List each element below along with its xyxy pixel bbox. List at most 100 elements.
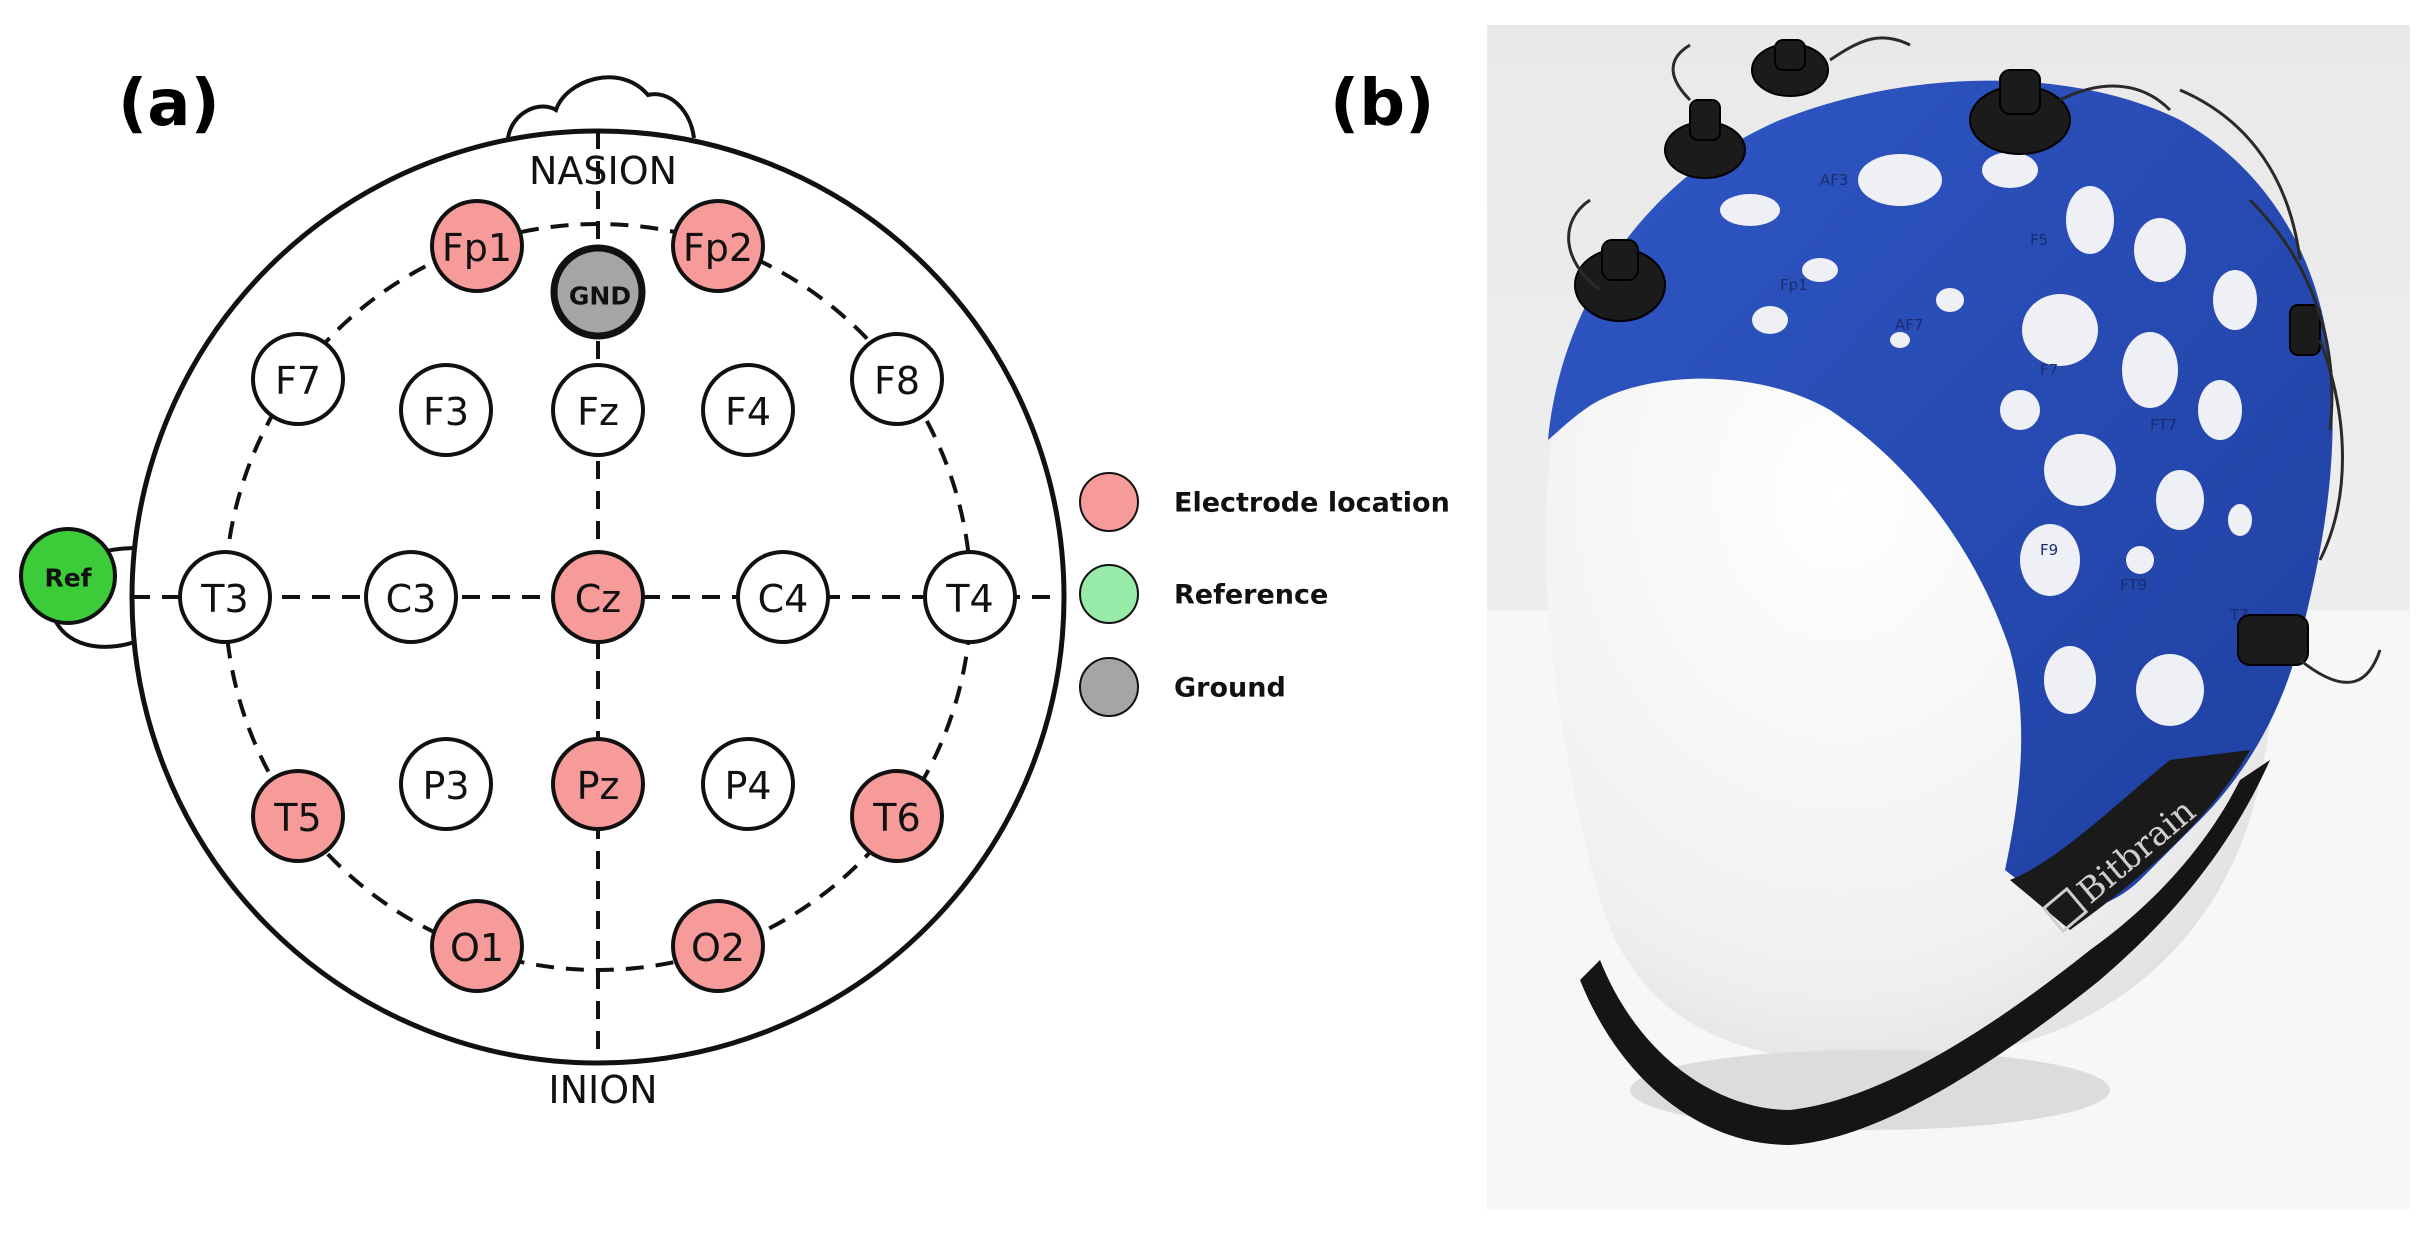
ground-circle (550, 244, 646, 340)
cap-connector-6 (2289, 304, 2321, 356)
electrode-t6: T6 (850, 769, 944, 863)
electrode-t3: T3 (178, 550, 272, 644)
electrode-pz: Pz (551, 737, 645, 831)
electrode-fz: Fz (551, 363, 645, 457)
electrode-circle (850, 769, 944, 863)
electrode-c4: C4 (736, 550, 830, 644)
chin-strap-upper (2010, 750, 2250, 930)
electrode-circle (701, 363, 795, 457)
electrode-label: F3 (423, 390, 469, 434)
electrode-circle (430, 899, 524, 993)
electrode-label: F8 (874, 359, 920, 403)
electrode-circle (251, 769, 345, 863)
electrode-label: C3 (386, 577, 437, 621)
electrode-circle (551, 363, 645, 457)
reference-circle (19, 527, 117, 625)
electrode-circle (551, 737, 645, 831)
electrode-circle (364, 550, 458, 644)
electrode-circle (701, 737, 795, 831)
cap-label-ft7: FT7 (2150, 416, 2177, 434)
electrode-t4: T4 (923, 550, 1017, 644)
electrode-label: Cz (575, 577, 621, 621)
electrode-circle (923, 550, 1017, 644)
nasion-label: NASION (529, 149, 677, 193)
cap-label-f9: F9 (2040, 541, 2058, 559)
electrode-f8: F8 (850, 332, 944, 426)
electrode-f3: F3 (399, 363, 493, 457)
chin-strap (1580, 760, 2270, 1145)
electrode-circle (671, 199, 765, 293)
electrode-circle (430, 199, 524, 293)
legend-swatch-electrode (1079, 472, 1139, 532)
cap-label-f5: F5 (2030, 231, 2048, 249)
electrode-circle (551, 550, 645, 644)
legend-swatch-ground (1079, 657, 1139, 717)
electrode-label: O1 (450, 926, 504, 970)
reference-electrode: Ref (19, 527, 117, 625)
electrode-c3: C3 (364, 550, 458, 644)
electrode-fp2: Fp2 (671, 199, 765, 293)
legend-label-electrode: Electrode location (1174, 488, 1450, 519)
cap-label-af3: AF3 (1820, 171, 1848, 189)
cap-photo: AF3 Fp1 AF7 F5 F7 FT7 F9 FT9 T7 (1487, 25, 2410, 1210)
electrode-label: T6 (872, 796, 920, 840)
cap-label-af7: AF7 (1895, 316, 1923, 334)
inion-label: INION (548, 1068, 657, 1112)
legend-swatch-reference (1079, 564, 1139, 624)
cap-cables (1567, 36, 2382, 684)
electrode-label: T3 (200, 577, 248, 621)
eeg-cap-fabric (1548, 80, 2333, 911)
cap-label-fp1: Fp1 (1780, 276, 1808, 294)
electrode-circle (671, 899, 765, 993)
electrode-label: Pz (577, 764, 620, 808)
electrode-circle (850, 332, 944, 426)
cap-electrodes (1574, 39, 2321, 666)
electrode-label: P3 (422, 764, 469, 808)
cap-connector-4 (1574, 239, 1666, 322)
electrode-circle (399, 363, 493, 457)
electrode-o1: O1 (430, 899, 524, 993)
electrode-label: F7 (275, 359, 321, 403)
electrode-label: C4 (758, 577, 809, 621)
panel-b: (b) (1330, 25, 2410, 1210)
electrode-p4: P4 (701, 737, 795, 831)
legend-label-ground: Ground (1174, 673, 1286, 704)
electrode-p3: P3 (399, 737, 493, 831)
legend-label-reference: Reference (1174, 580, 1328, 611)
cap-holes (1720, 152, 2257, 726)
ground-label: GND (569, 282, 631, 311)
electrode-label: Fz (577, 390, 619, 434)
electrode-label: P4 (724, 764, 771, 808)
electrode-label: F4 (725, 390, 771, 434)
electrode-label: Fp1 (442, 226, 512, 270)
ground-electrode: GND (550, 244, 646, 340)
cap-connector-1 (1664, 99, 1746, 179)
cap-connector-2 (1751, 39, 1829, 97)
electrode-circle (736, 550, 830, 644)
electrode-label: O2 (691, 926, 745, 970)
electrode-f7: F7 (251, 332, 345, 426)
cap-printed-labels: AF3 Fp1 AF7 F5 F7 FT7 F9 FT9 T7 (1780, 171, 2249, 624)
electrode-cz: Cz (551, 550, 645, 644)
reference-label: Ref (44, 564, 92, 593)
cap-connector-3 (1969, 69, 2071, 155)
legend: Electrode location Reference Ground (1079, 472, 1450, 717)
electrode-circle (251, 332, 345, 426)
electrode-circle (178, 550, 272, 644)
electrode-circle (399, 737, 493, 831)
cap-label-ft9: FT9 (2120, 576, 2147, 594)
panel-a-label: (a) (118, 67, 220, 141)
electrode-f4: F4 (701, 363, 795, 457)
electrode-label: T4 (945, 577, 993, 621)
electrode-label: Fp2 (683, 226, 753, 270)
cap-connector-5 (2237, 614, 2309, 666)
electrode-fp1: Fp1 (430, 199, 524, 293)
electrode-t5: T5 (251, 769, 345, 863)
electrode-label: T5 (273, 796, 321, 840)
nose-outline (506, 75, 696, 139)
panel-b-label: (b) (1330, 67, 1434, 141)
cap-label-f7: F7 (2040, 361, 2058, 379)
